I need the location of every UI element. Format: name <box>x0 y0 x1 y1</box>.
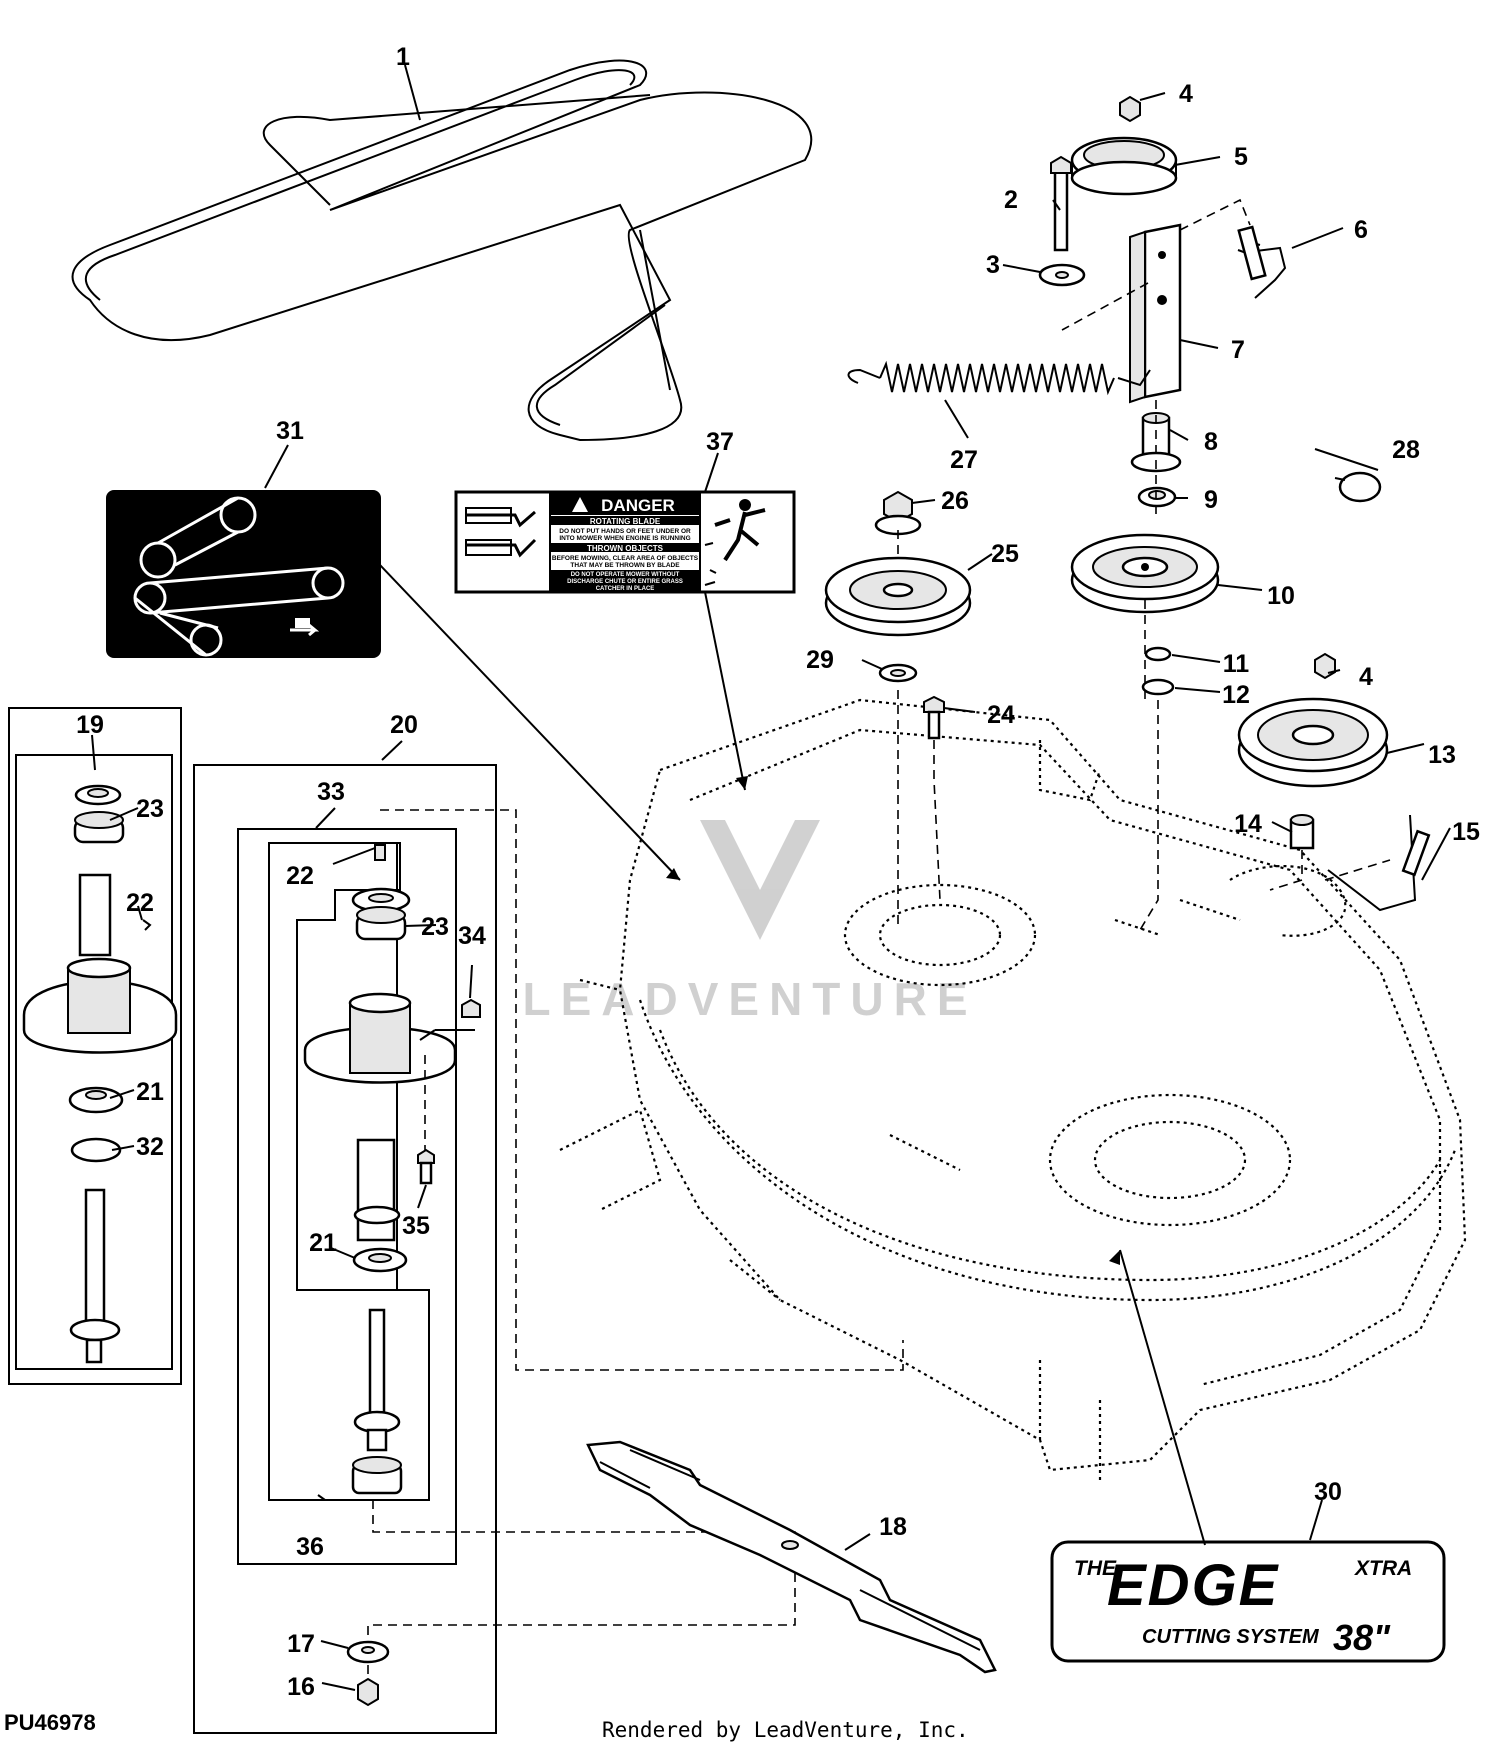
idler-assembly-top <box>1038 95 1287 404</box>
danger-line-1: ROTATING BLADE <box>590 517 661 526</box>
watermark-text: LEADVENTURE <box>522 973 977 1025</box>
callout-18: 18 <box>879 1513 907 1541</box>
mower-deck <box>559 698 1467 1480</box>
callout-37: 37 <box>706 428 734 456</box>
callout-23b: 23 <box>421 913 449 941</box>
callout-17: 17 <box>287 1630 315 1658</box>
callout-32: 32 <box>136 1133 164 1161</box>
render-credit: Rendered by LeadVenture, Inc. <box>602 1718 969 1742</box>
callout-1: 1 <box>396 43 410 71</box>
idler-spring <box>847 360 1151 396</box>
callout-numbers: 1 2 3 4 5 6 7 8 9 10 11 12 13 14 15 16 1… <box>76 43 1480 1701</box>
edge-decal-brand: EDGE <box>1107 1553 1280 1618</box>
leader-lines <box>91 64 1451 1691</box>
callout-20: 20 <box>390 711 418 739</box>
callout-15: 15 <box>1452 818 1480 846</box>
callout-19: 19 <box>76 711 104 739</box>
callout-22a: 22 <box>126 889 154 917</box>
callout-29: 29 <box>806 646 834 674</box>
callout-8: 8 <box>1204 428 1218 456</box>
edge-decal-suffix: XTRA <box>1354 1557 1412 1580</box>
callout-13: 13 <box>1428 741 1456 769</box>
callout-28: 28 <box>1392 436 1420 464</box>
danger-line-7: DO NOT OPERATE MOWER WITHOUT <box>571 572 680 578</box>
callout-25: 25 <box>991 540 1019 568</box>
callout-14: 14 <box>1234 810 1262 838</box>
retaining-clip <box>1334 471 1382 503</box>
callout-23a: 23 <box>136 795 164 823</box>
belt-routing-decal <box>106 490 381 658</box>
danger-line-8: DISCHARGE CHUTE OR ENTIRE GRASS <box>567 579 683 585</box>
callout-34: 34 <box>458 922 486 950</box>
callout-6: 6 <box>1354 216 1368 244</box>
callout-2: 2 <box>1004 186 1018 214</box>
callout-5: 5 <box>1234 143 1248 171</box>
edge-decal-system: CUTTING SYSTEM <box>1142 1626 1320 1648</box>
leadventure-watermark: LEADVENTURE <box>522 820 977 1025</box>
edge-decal-size: 38" <box>1333 1617 1391 1658</box>
callout-12: 12 <box>1222 681 1250 709</box>
callout-26: 26 <box>941 487 969 515</box>
callout-9: 9 <box>1204 486 1218 514</box>
callout-4b: 4 <box>1359 663 1373 691</box>
callout-3: 3 <box>986 251 1000 279</box>
danger-line-9: CATCHER IN PLACE <box>596 586 655 592</box>
callout-31: 31 <box>276 417 304 445</box>
mower-belt <box>71 59 813 442</box>
callout-36: 36 <box>296 1533 324 1561</box>
spindle-assembly-20 <box>193 764 904 1734</box>
mower-blade <box>586 1440 997 1674</box>
danger-line-3: INTO MOWER WHEN ENGINE IS RUNNING <box>559 535 690 542</box>
callout-21b: 21 <box>309 1229 337 1257</box>
danger-decal: DANGER ROTATING BLADE DO NOT PUT HANDS O… <box>454 490 796 594</box>
callout-4a: 4 <box>1179 80 1193 108</box>
danger-line-2: DO NOT PUT HANDS OR FEET UNDER OR <box>559 528 691 535</box>
danger-line-4: THROWN OBJECTS <box>587 544 664 553</box>
callout-10: 10 <box>1267 582 1295 610</box>
danger-line-6: THAT MAY BE THROWN BY BLADE <box>570 562 680 569</box>
callout-21a: 21 <box>136 1078 164 1106</box>
idler-pulley-stack <box>1070 400 1220 931</box>
danger-title: DANGER <box>601 496 675 515</box>
callout-35: 35 <box>402 1212 430 1240</box>
callout-11: 11 <box>1223 650 1250 678</box>
drive-pulley-stack <box>824 490 972 930</box>
callout-30: 30 <box>1314 1478 1342 1506</box>
edge-decal-prefix: THE <box>1074 1557 1117 1580</box>
flat-idler-stack <box>1237 652 1431 912</box>
danger-line-5: BEFORE MOWING, CLEAR AREA OF OBJECTS <box>552 555 699 562</box>
figure-id: PU46978 <box>4 1710 96 1735</box>
callout-27: 27 <box>950 446 978 474</box>
callout-16: 16 <box>287 1673 315 1701</box>
callout-33: 33 <box>317 778 345 806</box>
callout-24: 24 <box>987 701 1015 729</box>
edge-cutting-system-decal: THE EDGE XTRA CUTTING SYSTEM 38" <box>1050 1540 1446 1663</box>
spindle-assembly-19 <box>8 707 182 1385</box>
callout-7: 7 <box>1231 336 1245 364</box>
callout-22b: 22 <box>286 862 314 890</box>
